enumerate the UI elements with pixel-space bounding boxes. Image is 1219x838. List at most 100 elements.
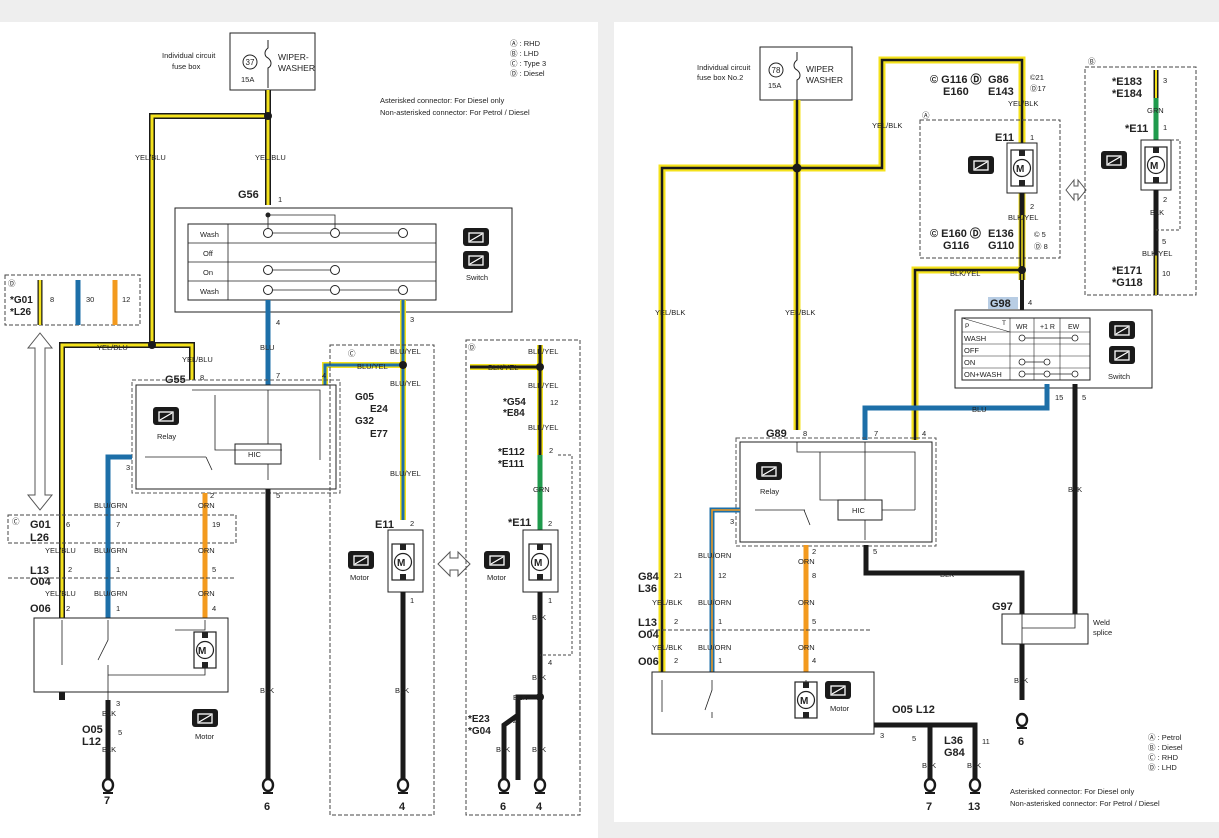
wire-blk [863, 545, 1025, 700]
fuse-icon [793, 52, 801, 100]
connector-label: © G116 Ⓓ [930, 72, 982, 86]
connector-label: O04 [30, 576, 52, 588]
pin-number: 5 [212, 565, 216, 574]
wire-label: ORN [798, 643, 815, 652]
pin-number: 7 [874, 429, 878, 438]
connector-label: G05 [355, 392, 374, 403]
wire-label: GRN [1147, 106, 1164, 115]
switch-label: Switch [1108, 372, 1130, 381]
pin-number: 2 [812, 547, 816, 556]
connector-label: *G01 [10, 295, 33, 306]
wire-label: BLU/YEL [390, 379, 421, 388]
connector-label: G32 [355, 416, 374, 427]
variant-marker: Ⓒ [12, 517, 20, 526]
motor-symbol: M [397, 558, 405, 569]
fuse-box [229, 32, 316, 91]
relay-label: Relay [760, 487, 779, 496]
washer-motor-icon [347, 550, 375, 570]
connector-label: E11 [995, 132, 1014, 144]
connector-label: L12 [82, 736, 101, 748]
wire-label: BLU/GRN [94, 501, 127, 510]
wire-label: YEL/BLK [1008, 99, 1038, 108]
fuse-box [759, 46, 853, 101]
weld-splice-box [1001, 613, 1089, 645]
pin-number: 12 [718, 571, 726, 580]
double-arrow-icon [26, 332, 54, 511]
pin-number: 5 [1162, 237, 1166, 246]
pin-number: 1 [1030, 133, 1034, 142]
wire-label: BLK/YEL [1142, 249, 1172, 258]
wire-blk [515, 592, 543, 780]
connector-label: *E111 [498, 459, 525, 470]
pin-number: 3 [126, 463, 130, 472]
fuse-name: WASHER [806, 75, 843, 85]
fuse-number: 37 [246, 58, 255, 67]
motor-symbol: M [198, 646, 206, 657]
pin-number: 5 [812, 617, 816, 626]
wire-label: BLK [513, 693, 527, 702]
motor-symbol: M [1016, 164, 1024, 175]
wire-label: ORN [198, 501, 215, 510]
pin-number: 3 [880, 731, 884, 740]
variant-marker: Ⓐ [922, 111, 930, 120]
pin-number: 1 [116, 565, 120, 574]
connector-label: L26 [30, 532, 49, 544]
connector-label: L13 [638, 617, 657, 629]
pin-number: 10 [1162, 269, 1170, 278]
wiper-motor-icon [824, 680, 852, 700]
pin-number: 8 [200, 373, 204, 382]
wire-label: BLK [1068, 485, 1082, 494]
connector-label: E143 [988, 86, 1014, 98]
connector-label: G116 [943, 240, 969, 252]
double-arrow-icon [1065, 178, 1087, 202]
connector-label: E77 [370, 429, 388, 440]
wire-label: YEL/BLK [652, 598, 682, 607]
wire-label: BLK [395, 686, 409, 695]
connector-g98: G98 [990, 298, 1011, 310]
connector-label: *E23 [468, 714, 490, 725]
pin-number: 2 [1030, 202, 1034, 211]
pin-number: 2 [68, 565, 72, 574]
weld-label: Weld [1093, 618, 1110, 627]
pin-number: 2 [548, 519, 552, 528]
wire-blu [862, 384, 1050, 440]
ground-symbol [1015, 712, 1029, 730]
pin-number: 4 [1028, 298, 1032, 307]
variant-marker: Ⓓ [8, 279, 16, 288]
wire-label: BLK/YEL [528, 381, 558, 390]
motor-symbol: M [534, 558, 542, 569]
fuse-name: WIPER- [278, 52, 309, 62]
connector-label: E11 [375, 519, 394, 531]
motor-symbol: M [800, 696, 808, 707]
wire-label: YEL/BLU [182, 355, 213, 364]
switch-header: EW [1068, 324, 1080, 331]
connector-label: O06 [30, 603, 51, 615]
motor-label: Motor [195, 732, 215, 741]
connector-label: © E160 Ⓓ [930, 226, 981, 240]
pin-number: 7 [116, 520, 120, 529]
connector-g97: G97 [992, 601, 1013, 613]
wire-label: BLU/YEL [390, 469, 421, 478]
pin-number: 8 [803, 429, 807, 438]
connector-label: *G54 [503, 397, 526, 408]
variant-marker: Ⓓ [468, 343, 476, 352]
pin-number: 4 [212, 604, 216, 613]
pin-number: 8 [812, 571, 816, 580]
ground-number: 13 [968, 801, 980, 813]
connector-note: Asterisked connector: For Diesel only [1010, 787, 1134, 796]
wire-label: BLU/GRN [94, 546, 127, 555]
connector-note: Asterisked connector: For Diesel only [380, 96, 504, 105]
pin-number: 5 [276, 491, 280, 500]
wiper-motor-icon [191, 708, 219, 728]
right-diagram: Individual circuit fuse box No.2 78 15A … [638, 46, 1197, 813]
wire-label: ORN [798, 557, 815, 566]
ground-symbol [101, 777, 115, 795]
pin-number: 5 [912, 734, 916, 743]
hic-label: HIC [852, 506, 866, 515]
legend-item: Ⓒ : Type 3 [510, 59, 546, 68]
connector-label: O04 [638, 629, 660, 641]
pin-number: 5 [118, 728, 122, 737]
connector-label: *E84 [503, 408, 525, 419]
switch-header: T [1002, 320, 1006, 327]
connector-g56: G56 [238, 189, 259, 201]
